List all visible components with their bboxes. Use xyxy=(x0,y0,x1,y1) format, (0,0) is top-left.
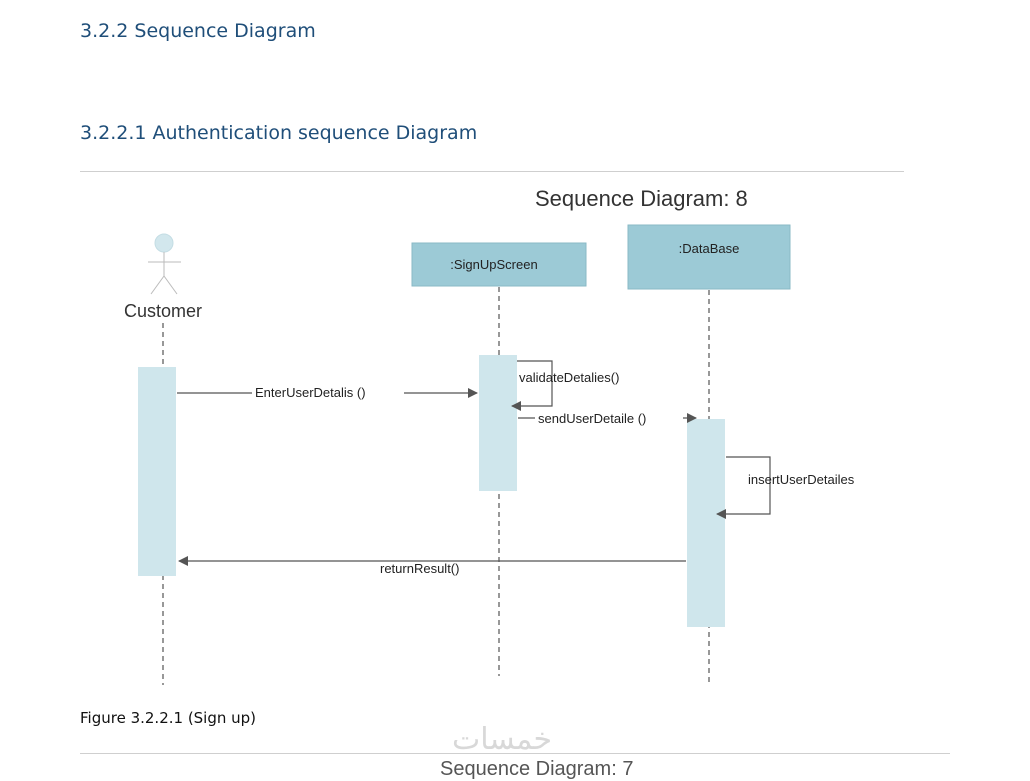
send-details-label-bg xyxy=(535,410,683,426)
database-box xyxy=(627,224,791,290)
actor-right-leg xyxy=(163,275,178,295)
signupscreen-box xyxy=(411,242,587,287)
signupscreen-object: :SignUpScreen xyxy=(411,242,587,287)
database-activation xyxy=(687,419,725,627)
actor-label: Customer xyxy=(124,301,202,321)
figure-caption: Figure 3.2.2.1 (Sign up) xyxy=(80,709,257,727)
validate-loop-arrow xyxy=(511,360,553,411)
watermark: خمسات xyxy=(452,722,553,757)
customer-actor: Customer xyxy=(124,233,202,321)
message-enter-user-details: EnterUserDetalis () xyxy=(177,385,478,401)
send-details-label: sendUserDetaile () xyxy=(538,411,646,426)
actor-left-leg xyxy=(150,275,165,295)
insert-loop-arrow xyxy=(716,456,771,519)
enter-details-label: EnterUserDetalis () xyxy=(255,385,366,400)
bottom-divider xyxy=(80,753,950,754)
signupscreen-activation xyxy=(479,355,517,491)
sequence-diagram: Sequence Diagram: 8 Customer :SignUpScre… xyxy=(124,186,855,685)
insert-label: insertUserDetailes xyxy=(748,472,855,487)
diagram-title: Sequence Diagram: 8 xyxy=(535,186,748,211)
message-insert-user-details: insertUserDetailes xyxy=(716,456,855,519)
enter-details-label-bg xyxy=(252,385,404,401)
database-label: :DataBase xyxy=(679,241,740,256)
database-object: :DataBase xyxy=(627,224,791,290)
top-divider xyxy=(80,171,904,172)
message-send-user-details: sendUserDetaile () xyxy=(518,410,697,426)
return-result-label: returnResult() xyxy=(380,561,459,576)
next-diagram-title-fragment: Sequence Diagram: 7 xyxy=(440,758,634,780)
message-return-result: returnResult() xyxy=(178,556,686,576)
section-heading: 3.2.2 Sequence Diagram xyxy=(80,20,316,42)
subsection-heading: 3.2.2.1 Authentication sequence Diagram xyxy=(80,122,478,144)
signupscreen-label: :SignUpScreen xyxy=(450,257,537,272)
message-validate-details: validateDetalies() xyxy=(511,360,619,411)
customer-activation xyxy=(138,367,176,576)
actor-head-icon xyxy=(154,233,174,253)
validate-label: validateDetalies() xyxy=(519,370,619,385)
